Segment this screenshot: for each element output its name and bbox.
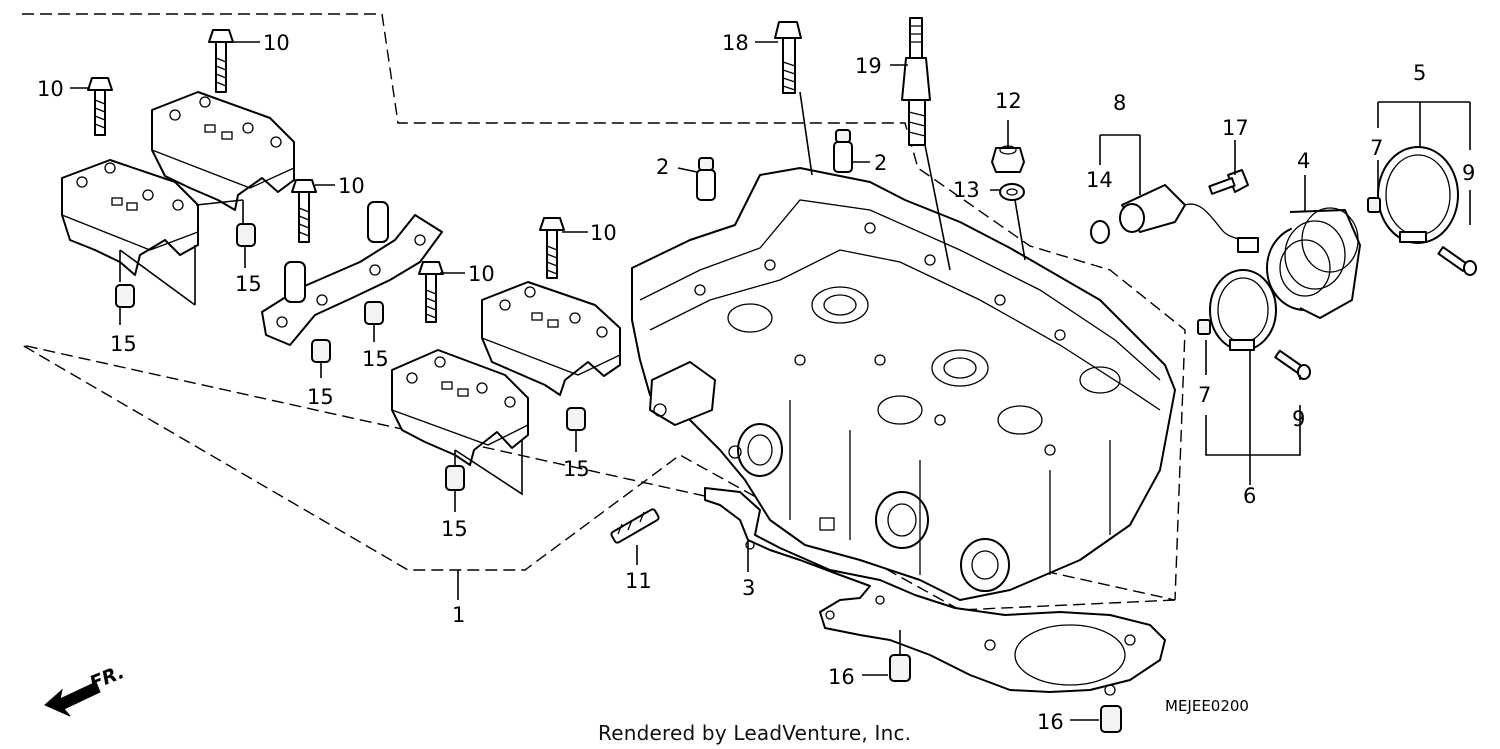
exhaust-port-2: [875, 491, 929, 549]
clamp-pin-7-a[interactable]: [1367, 197, 1381, 213]
callout-13: 13: [953, 178, 980, 202]
dowel-pin-15-c[interactable]: [311, 339, 331, 363]
dowel-pin-15-b[interactable]: [236, 223, 256, 247]
bolt-10-d[interactable]: [539, 217, 565, 279]
callout-9-b: 9: [1292, 407, 1305, 431]
callout-17: 17: [1222, 116, 1249, 140]
dowel-pin-15-d[interactable]: [364, 301, 384, 325]
render-credit: Rendered by LeadVenture, Inc.: [598, 721, 911, 745]
exhaust-port-1: [737, 423, 783, 477]
screw-9-a[interactable]: [1437, 246, 1477, 276]
head-gasket-3[interactable]: [704, 487, 1166, 696]
callout-16-b: 16: [1037, 710, 1064, 734]
cam-sensor-8[interactable]: [1119, 184, 1259, 253]
callout-18: 18: [722, 31, 749, 55]
callout-2-a: 2: [656, 155, 669, 179]
callout-15-f: 15: [441, 517, 468, 541]
lifter-2-a[interactable]: [696, 157, 716, 201]
callout-15-b: 15: [235, 272, 262, 296]
callout-4: 4: [1297, 149, 1310, 173]
callout-15-e: 15: [563, 457, 590, 481]
callout-15-a: 15: [110, 332, 137, 356]
bolt-10-a[interactable]: [87, 77, 113, 136]
callout-15-c: 15: [307, 385, 334, 409]
callout-14: 14: [1086, 168, 1113, 192]
cam-holder-lower[interactable]: [391, 349, 529, 466]
dowel-pin-15-f[interactable]: [445, 465, 465, 491]
diagram-code: MEJEE0200: [1165, 697, 1249, 715]
insulator-4[interactable]: [1266, 207, 1361, 319]
callout-10-a: 10: [37, 77, 64, 101]
callout-12: 12: [995, 89, 1022, 113]
clamp-6[interactable]: [1209, 269, 1277, 351]
washer-13[interactable]: [999, 183, 1025, 201]
callout-10-b: 10: [263, 31, 290, 55]
bolt-18[interactable]: [774, 21, 802, 94]
callout-19: 19: [855, 54, 882, 78]
bolt-10-e[interactable]: [418, 261, 444, 323]
dowel-pin-16-a[interactable]: [889, 654, 911, 682]
cam-holder-center-right[interactable]: [481, 281, 621, 396]
callout-10-e: 10: [468, 262, 495, 286]
callout-labels: 10 10 10 10 10 18 19 2 2 12 13 8 14 17 4…: [37, 31, 1475, 734]
dowel-pin-15-a[interactable]: [115, 284, 135, 308]
dowel-pin-16-b[interactable]: [1100, 705, 1122, 733]
cam-holder-upper-left[interactable]: [151, 91, 295, 211]
front-label: FR.: [87, 661, 128, 695]
callout-16-a: 16: [828, 665, 855, 689]
callout-2-b: 2: [874, 151, 887, 175]
clamp-5[interactable]: [1377, 146, 1459, 244]
nut-12[interactable]: [991, 145, 1025, 173]
callout-5: 5: [1413, 61, 1426, 85]
spark-plug-19[interactable]: [901, 17, 931, 146]
bolt-10-c[interactable]: [291, 179, 317, 243]
screw-9-b[interactable]: [1274, 349, 1311, 380]
callout-7-b: 7: [1198, 383, 1211, 407]
dowel-pin-15-e[interactable]: [566, 407, 586, 431]
callout-8: 8: [1113, 91, 1126, 115]
callout-3: 3: [742, 576, 755, 600]
callout-1: 1: [452, 603, 465, 627]
front-arrow-icon: [44, 681, 101, 717]
exhaust-port-3: [960, 538, 1010, 592]
assembly-outline-1: [21, 13, 1186, 611]
callout-7-a: 7: [1370, 136, 1383, 160]
lifter-2-b[interactable]: [833, 129, 853, 173]
clamp-pin-7-b[interactable]: [1197, 319, 1211, 335]
leader-lines: [70, 41, 1471, 721]
callout-15-d: 15: [362, 347, 389, 371]
cam-holder-center[interactable]: [261, 201, 443, 346]
bolt-10-b[interactable]: [208, 29, 234, 93]
o-ring-14[interactable]: [1090, 220, 1110, 244]
stud-11[interactable]: [610, 508, 660, 544]
bolt-17[interactable]: [1208, 169, 1249, 195]
cylinder-head[interactable]: [631, 167, 1176, 601]
callout-6: 6: [1243, 484, 1256, 508]
callout-11: 11: [625, 569, 652, 593]
callout-10-c: 10: [338, 174, 365, 198]
callout-9-a: 9: [1462, 161, 1475, 185]
cam-holder-left[interactable]: [61, 159, 199, 276]
callout-10-d: 10: [590, 221, 617, 245]
